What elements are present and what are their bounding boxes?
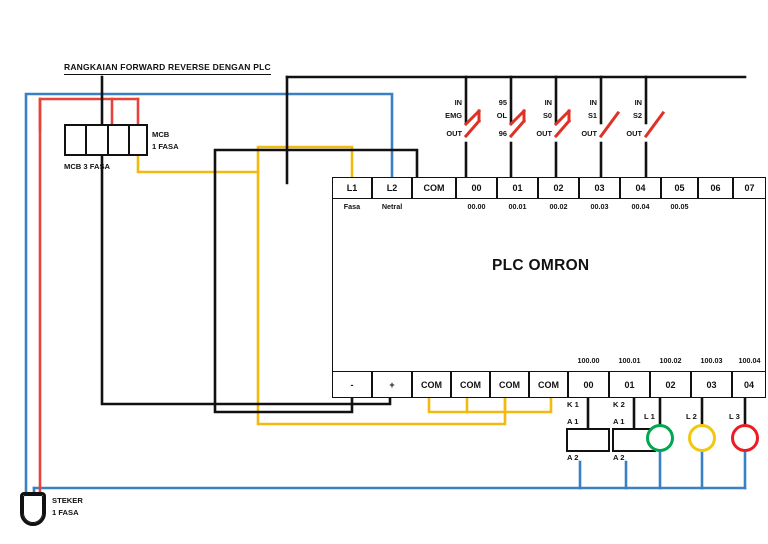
wire-mcb1-yellow <box>136 145 354 185</box>
mcb3-pole-2 <box>87 126 109 154</box>
terminal-COM-in[interactable]: COM <box>412 177 456 199</box>
lamp-l3-label: L 3 <box>729 412 740 421</box>
wire-switch-out-black <box>464 141 648 185</box>
switch-s2-in: IN <box>634 98 642 107</box>
wire-neutral-blue <box>24 92 394 497</box>
terminal-COM-out-4[interactable]: COM <box>529 371 568 398</box>
mcb3-pole-1 <box>66 126 88 154</box>
terminal-out-00[interactable]: 00 <box>568 371 609 398</box>
lamp-l2-yellow[interactable] <box>688 424 716 452</box>
sublabel-L1: Fasa <box>343 202 361 211</box>
wire-output-loads-black <box>586 396 747 430</box>
terminal-in-07[interactable]: 07 <box>733 177 766 199</box>
terminal-in-01[interactable]: 01 <box>497 177 538 199</box>
address-out-03: 100.03 <box>700 356 723 365</box>
address-out-00: 100.00 <box>577 356 600 365</box>
steker-label-2: 1 FASA <box>52 508 79 517</box>
mcb-3-fasa-label: MCB 3 FASA <box>64 162 110 171</box>
contactor-k2-a2: A 2 <box>613 453 625 462</box>
plc-body <box>332 183 766 398</box>
switch-emg-name: EMG <box>445 111 462 120</box>
contact-blades-red <box>463 108 666 139</box>
terminal-out-04[interactable]: 04 <box>732 371 766 398</box>
address-out-02: 100.02 <box>659 356 682 365</box>
switch-s1-name: S1 <box>587 111 597 120</box>
switch-s2-out: OUT <box>626 129 642 138</box>
lamp-l2-label: L 2 <box>686 412 697 421</box>
switch-s1-in: IN <box>589 98 597 107</box>
wire-input-bus-black <box>285 75 747 185</box>
mcb-1-fasa[interactable] <box>128 124 148 156</box>
sublabel-in-05: 00.05 <box>670 202 689 211</box>
lamp-l3-red[interactable] <box>731 424 759 452</box>
mcb3-pole-3 <box>109 126 128 154</box>
switch-s0-in: IN <box>544 98 552 107</box>
terminal-in-06[interactable]: 06 <box>698 177 733 199</box>
contactor-k1-coil[interactable] <box>566 428 610 452</box>
wire-phase-red <box>38 97 140 497</box>
switch-emg-in: IN <box>454 98 462 107</box>
contactor-k1-a2: A 2 <box>567 453 579 462</box>
switch-s0-out: OUT <box>536 129 552 138</box>
switch-s1-out: OUT <box>581 129 597 138</box>
terminal-L1[interactable]: L1 <box>332 177 372 199</box>
wire-plus-black <box>100 75 392 406</box>
diagram-title: RANGKAIAN FORWARD REVERSE DENGAN PLC <box>64 62 271 75</box>
address-out-04: 100.04 <box>738 356 761 365</box>
steker-label-1: STEKER <box>52 496 83 505</box>
contactor-k1-a1: A 1 <box>567 417 579 426</box>
terminal-plus[interactable]: + <box>372 371 412 398</box>
wire-output-com-yellow <box>256 170 553 426</box>
contactor-k1-label: K 1 <box>567 400 579 409</box>
plc-name-label: PLC OMRON <box>492 257 590 274</box>
terminal-minus[interactable]: - <box>332 371 372 398</box>
switch-s0-name: S0 <box>542 111 552 120</box>
address-out-01: 100.01 <box>618 356 641 365</box>
switch-emg-out: OUT <box>446 129 462 138</box>
mcb-1-fasa-label-2: 1 FASA <box>152 142 179 151</box>
terminal-out-03[interactable]: 03 <box>691 371 732 398</box>
switch-ol-in: 95 <box>498 98 507 107</box>
switch-ol-name: OL <box>496 111 507 120</box>
terminal-in-00[interactable]: 00 <box>456 177 497 199</box>
steker-inner <box>23 495 43 523</box>
terminal-out-02[interactable]: 02 <box>650 371 691 398</box>
lamp-l1-label: L 1 <box>644 412 655 421</box>
lamp-l1-green[interactable] <box>646 424 674 452</box>
sublabel-in-00: 00.00 <box>467 202 486 211</box>
terminal-out-01[interactable]: 01 <box>609 371 650 398</box>
sublabel-in-03: 00.03 <box>590 202 609 211</box>
sublabel-L2: Netral <box>381 202 403 211</box>
sublabel-in-04: 00.04 <box>631 202 650 211</box>
sublabel-in-01: 00.01 <box>508 202 527 211</box>
terminal-in-02[interactable]: 02 <box>538 177 579 199</box>
terminal-COM-out-1[interactable]: COM <box>412 371 451 398</box>
switch-s2-name: S2 <box>632 111 642 120</box>
sublabel-in-02: 00.02 <box>549 202 568 211</box>
terminal-COM-out-3[interactable]: COM <box>490 371 529 398</box>
contactor-k2-label: K 2 <box>613 400 625 409</box>
steker-plug-icon <box>20 492 46 526</box>
mcb-1-fasa-label-1: MCB <box>152 130 170 139</box>
switch-ol-out: 96 <box>498 129 507 138</box>
terminal-COM-out-2[interactable]: COM <box>451 371 490 398</box>
wire-neutral-return-rail <box>32 450 747 497</box>
contactor-k2-a1: A 1 <box>613 417 625 426</box>
terminal-in-04[interactable]: 04 <box>620 177 661 199</box>
terminal-in-05[interactable]: 05 <box>661 177 698 199</box>
terminal-in-03[interactable]: 03 <box>579 177 620 199</box>
wire-input-com-black <box>213 148 419 414</box>
terminal-L2[interactable]: L2 <box>372 177 412 199</box>
mcb-3-fasa[interactable] <box>64 124 130 156</box>
